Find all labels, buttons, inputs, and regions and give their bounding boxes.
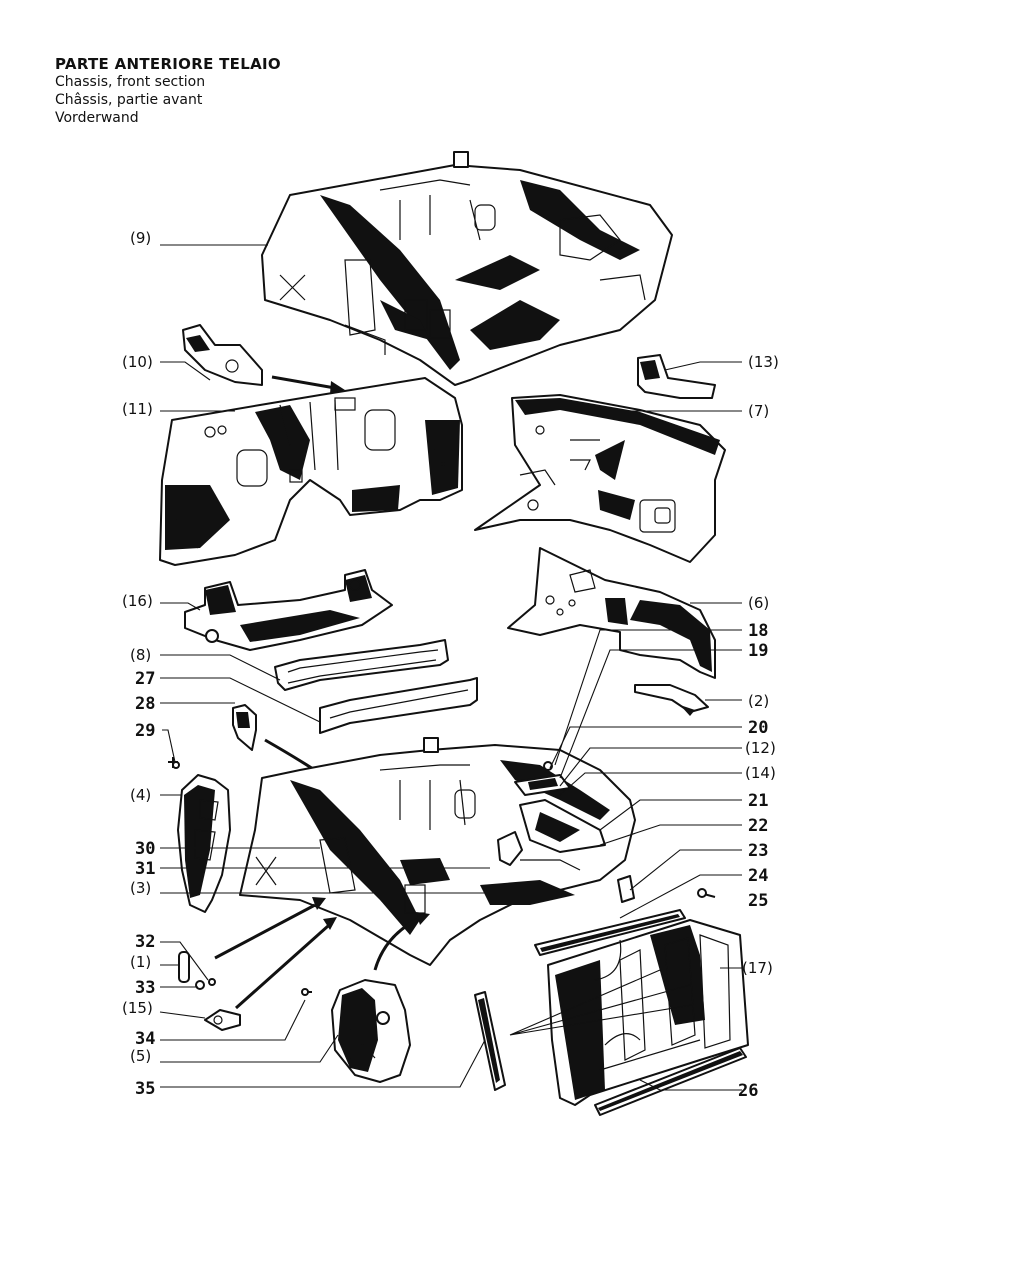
gasket-strip-icon: [534, 909, 686, 956]
gasket-strip-icon: [274, 639, 449, 691]
part-label: 20: [748, 718, 768, 738]
part-label: (16): [122, 592, 153, 610]
part-label: 28: [135, 694, 155, 714]
part-label: 18: [748, 621, 768, 641]
subtitle-french: Châssis, partie avant: [55, 92, 203, 108]
page-title: PARTE ANTERIORE TELAIO: [55, 55, 281, 73]
part-label: 33: [135, 978, 155, 998]
part-label: 27: [135, 669, 155, 689]
part-label: 30: [135, 839, 155, 859]
part-label: (5): [130, 1047, 151, 1065]
gasket-strip-icon: [319, 677, 478, 734]
part-label: (15): [122, 999, 153, 1017]
leader-lines: [159, 244, 742, 1091]
part-label: 23: [748, 841, 768, 861]
part-label: (2): [748, 692, 769, 710]
part-label: 22: [748, 816, 768, 836]
part-label: 29: [135, 721, 155, 741]
bracket-icon: [514, 761, 606, 853]
bolt-icon: [697, 888, 716, 898]
subtitle-german: Vorderwand: [55, 110, 139, 126]
chassis-assembly-icon: [239, 737, 636, 966]
part-label: (6): [748, 594, 769, 612]
part-label: 35: [135, 1079, 155, 1099]
part-label: (17): [742, 959, 773, 977]
bracket-icon: [634, 684, 709, 716]
wheel-arch-icon: [177, 774, 231, 913]
part-label: 34: [135, 1029, 155, 1049]
gasket-strip-icon: [178, 951, 190, 983]
gasket-strip-icon: [474, 991, 506, 1091]
part-label: (3): [130, 879, 151, 897]
part-labels: (9) (10) (13) (11) (7) (16) (6) 18 19 (8…: [122, 229, 779, 1101]
part-label: (11): [122, 400, 153, 418]
wheel-arch-icon: [331, 979, 411, 1083]
cross-member-icon: [184, 569, 393, 651]
part-label: 26: [738, 1081, 758, 1101]
bracket-icon: [637, 354, 716, 399]
part-label: (9): [130, 229, 151, 247]
bolt-icon: [195, 978, 216, 990]
part-label: (14): [745, 764, 776, 782]
part-label: (4): [130, 786, 151, 804]
title-block: PARTE ANTERIORE TELAIO Chassis, front se…: [55, 55, 281, 127]
bolt-icon: [168, 757, 180, 769]
bracket-icon: [182, 324, 263, 386]
bulkhead-panel-icon: [507, 547, 716, 679]
part-label: (12): [745, 739, 776, 757]
part-label: (8): [130, 646, 151, 664]
bracket-icon: [232, 704, 257, 751]
bracket-icon: [204, 1009, 241, 1031]
bulkhead-panel-icon: [159, 377, 463, 566]
part-label: 24: [748, 866, 768, 886]
bolt-icon: [301, 988, 312, 996]
part-label: (1): [130, 953, 151, 971]
part-label: (13): [748, 353, 779, 371]
part-label: (7): [748, 402, 769, 420]
gasket-strip-icon: [594, 1047, 747, 1116]
bulkhead-panel-icon: [474, 394, 726, 563]
part-label: 32: [135, 932, 155, 952]
subtitle-english: Chassis, front section: [55, 74, 206, 90]
part-label: 19: [748, 641, 768, 661]
part-label: 25: [748, 891, 768, 911]
part-label: (10): [122, 353, 153, 371]
part-label: 31: [135, 859, 155, 879]
part-label: 21: [748, 791, 768, 811]
chassis-assembly-icon: [261, 151, 673, 386]
